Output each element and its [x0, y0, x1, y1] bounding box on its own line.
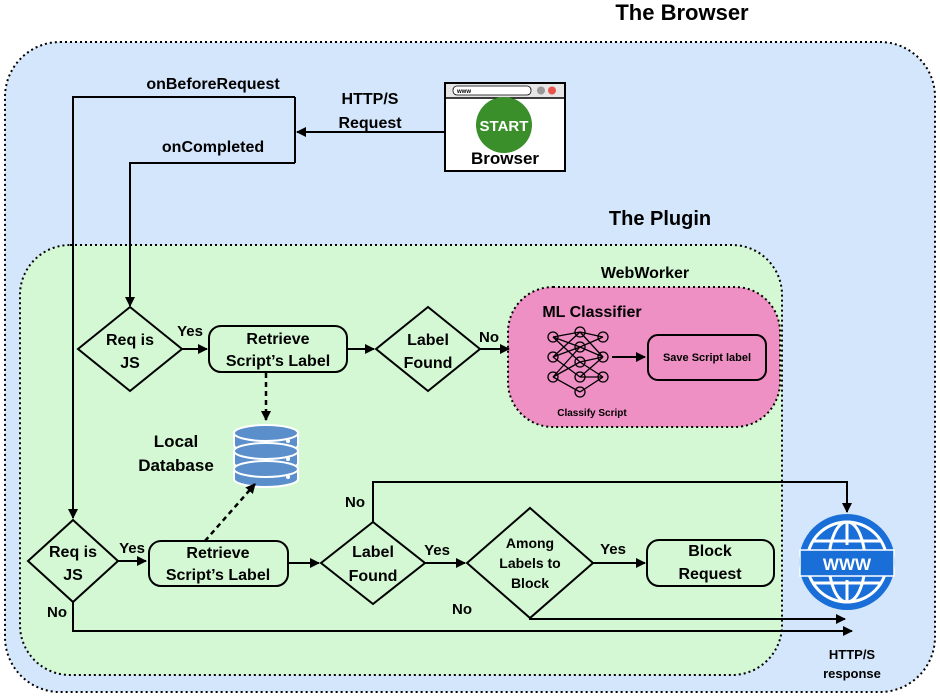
- http-request-label-line2: Request: [338, 115, 402, 132]
- among-labels-no-edge: [529, 614, 846, 624]
- browser-region-title: The Browser: [615, 0, 749, 25]
- retrieve-bottom-line1: Retrieve: [186, 545, 249, 562]
- req-is-js-no-label: No: [47, 604, 67, 621]
- among-labels-line1: Among: [506, 535, 554, 551]
- retrieve-bottom-to-database-edge: [204, 483, 256, 542]
- req-is-js-top-line1: Req is: [106, 332, 154, 349]
- plugin-region-title: The Plugin: [609, 208, 711, 230]
- label-found-top-line1: Label: [407, 332, 449, 349]
- on-completed-edge: [125, 162, 295, 307]
- label-found-bottom-line2: Found: [349, 568, 398, 585]
- req-is-js-bottom-line2: JS: [63, 567, 83, 584]
- label-found-top-line2: Found: [404, 355, 453, 372]
- www-globe-icon: [799, 514, 895, 610]
- bottom-yes-label: Yes: [119, 540, 145, 557]
- http-response-label-line1: HTTP/S: [829, 647, 876, 662]
- database-label-line1: Local: [154, 432, 198, 451]
- label-found-no-label: No: [345, 494, 365, 511]
- retrieve-bottom-line2: Script’s Label: [166, 567, 270, 584]
- browser-caption: Browser: [471, 149, 539, 168]
- among-labels-no-label: No: [452, 601, 472, 618]
- classify-script-caption: Classify Script: [557, 408, 627, 419]
- among-labels-line3: Block: [511, 575, 549, 591]
- label-found-yes-label: Yes: [424, 542, 450, 559]
- browser-url-text: www: [456, 89, 471, 95]
- among-labels-yes-label: Yes: [600, 541, 626, 558]
- http-request-label-line1: HTTP/S: [342, 91, 399, 108]
- database-label-line2: Database: [138, 456, 214, 475]
- label-found-decision-bottom: [319, 520, 427, 606]
- on-before-request-label: onBeforeRequest: [146, 76, 280, 93]
- req-is-js-top-line2: JS: [120, 355, 140, 372]
- on-completed-label: onCompleted: [162, 139, 264, 156]
- block-request-box: [646, 539, 775, 587]
- req-is-js-decision-top: [76, 305, 184, 393]
- database-icon: [233, 424, 299, 488]
- label-found-decision-top: [374, 305, 482, 393]
- neural-network-icon: [547, 326, 609, 398]
- req-is-js-no-edge: [72, 602, 853, 636]
- block-request-line1: Block: [688, 543, 732, 560]
- block-request-line2: Request: [678, 566, 742, 583]
- start-label: START: [480, 118, 529, 135]
- req-is-js-bottom-line1: Req is: [49, 544, 97, 561]
- ml-classifier-title: ML Classifier: [542, 304, 641, 321]
- label-found-no-edge: [372, 481, 852, 522]
- save-script-label-box: [647, 334, 767, 381]
- among-labels-line2: Labels to: [499, 555, 560, 571]
- label-found-bottom-line1: Label: [352, 544, 394, 561]
- on-before-request-edge: [68, 96, 295, 519]
- start-button: [476, 97, 532, 153]
- top-no-label: No: [479, 329, 499, 346]
- retrieve-top-line1: Retrieve: [246, 331, 309, 348]
- top-yes-label: Yes: [177, 323, 203, 340]
- www-icon-text: WWW: [823, 555, 872, 574]
- webworker-title: WebWorker: [601, 265, 689, 282]
- http-response-label-line2: response: [823, 666, 881, 681]
- save-script-label-text: Save Script label: [663, 352, 751, 364]
- retrieve-top-line2: Script’s Label: [226, 353, 330, 370]
